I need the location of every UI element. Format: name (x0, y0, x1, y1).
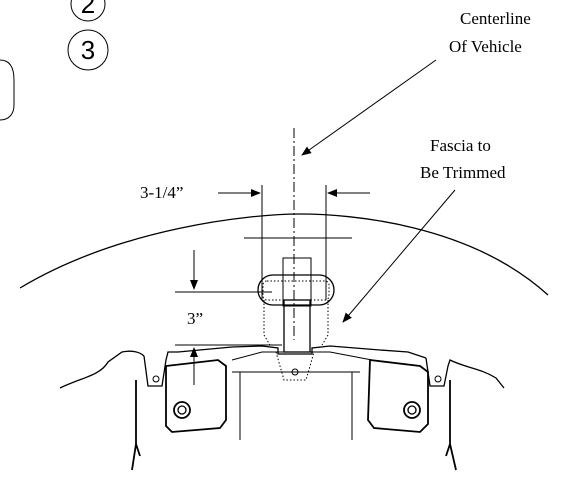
right-mount-bracket (367, 358, 429, 433)
width-dimension (218, 185, 370, 300)
hitch-receiver (257, 257, 335, 381)
fascia-leader-arrow (342, 189, 456, 323)
height-dimension-label: 3” (187, 309, 203, 328)
centerline-leader-arrow (301, 59, 437, 156)
step-2-number: 2 (81, 0, 95, 19)
height-dimension (175, 250, 282, 385)
width-dimension-label: 3-1/4” (140, 183, 183, 202)
step-2-callout: 2 (70, 0, 106, 22)
step-3-callout: 3 (67, 29, 109, 71)
fascia-label-line2: Be Trimmed (420, 163, 506, 182)
centerline-label-line2: Of Vehicle (449, 37, 522, 56)
partial-callout-shape (0, 59, 15, 121)
fascia-label-line1: Fascia to (430, 136, 491, 155)
left-mount-bracket (165, 359, 227, 433)
step-3-number: 3 (81, 35, 95, 65)
fascia-top-edge (19, 213, 549, 296)
centerline-label-line1: Centerline (460, 9, 531, 28)
lower-fascia-body (59, 345, 505, 471)
